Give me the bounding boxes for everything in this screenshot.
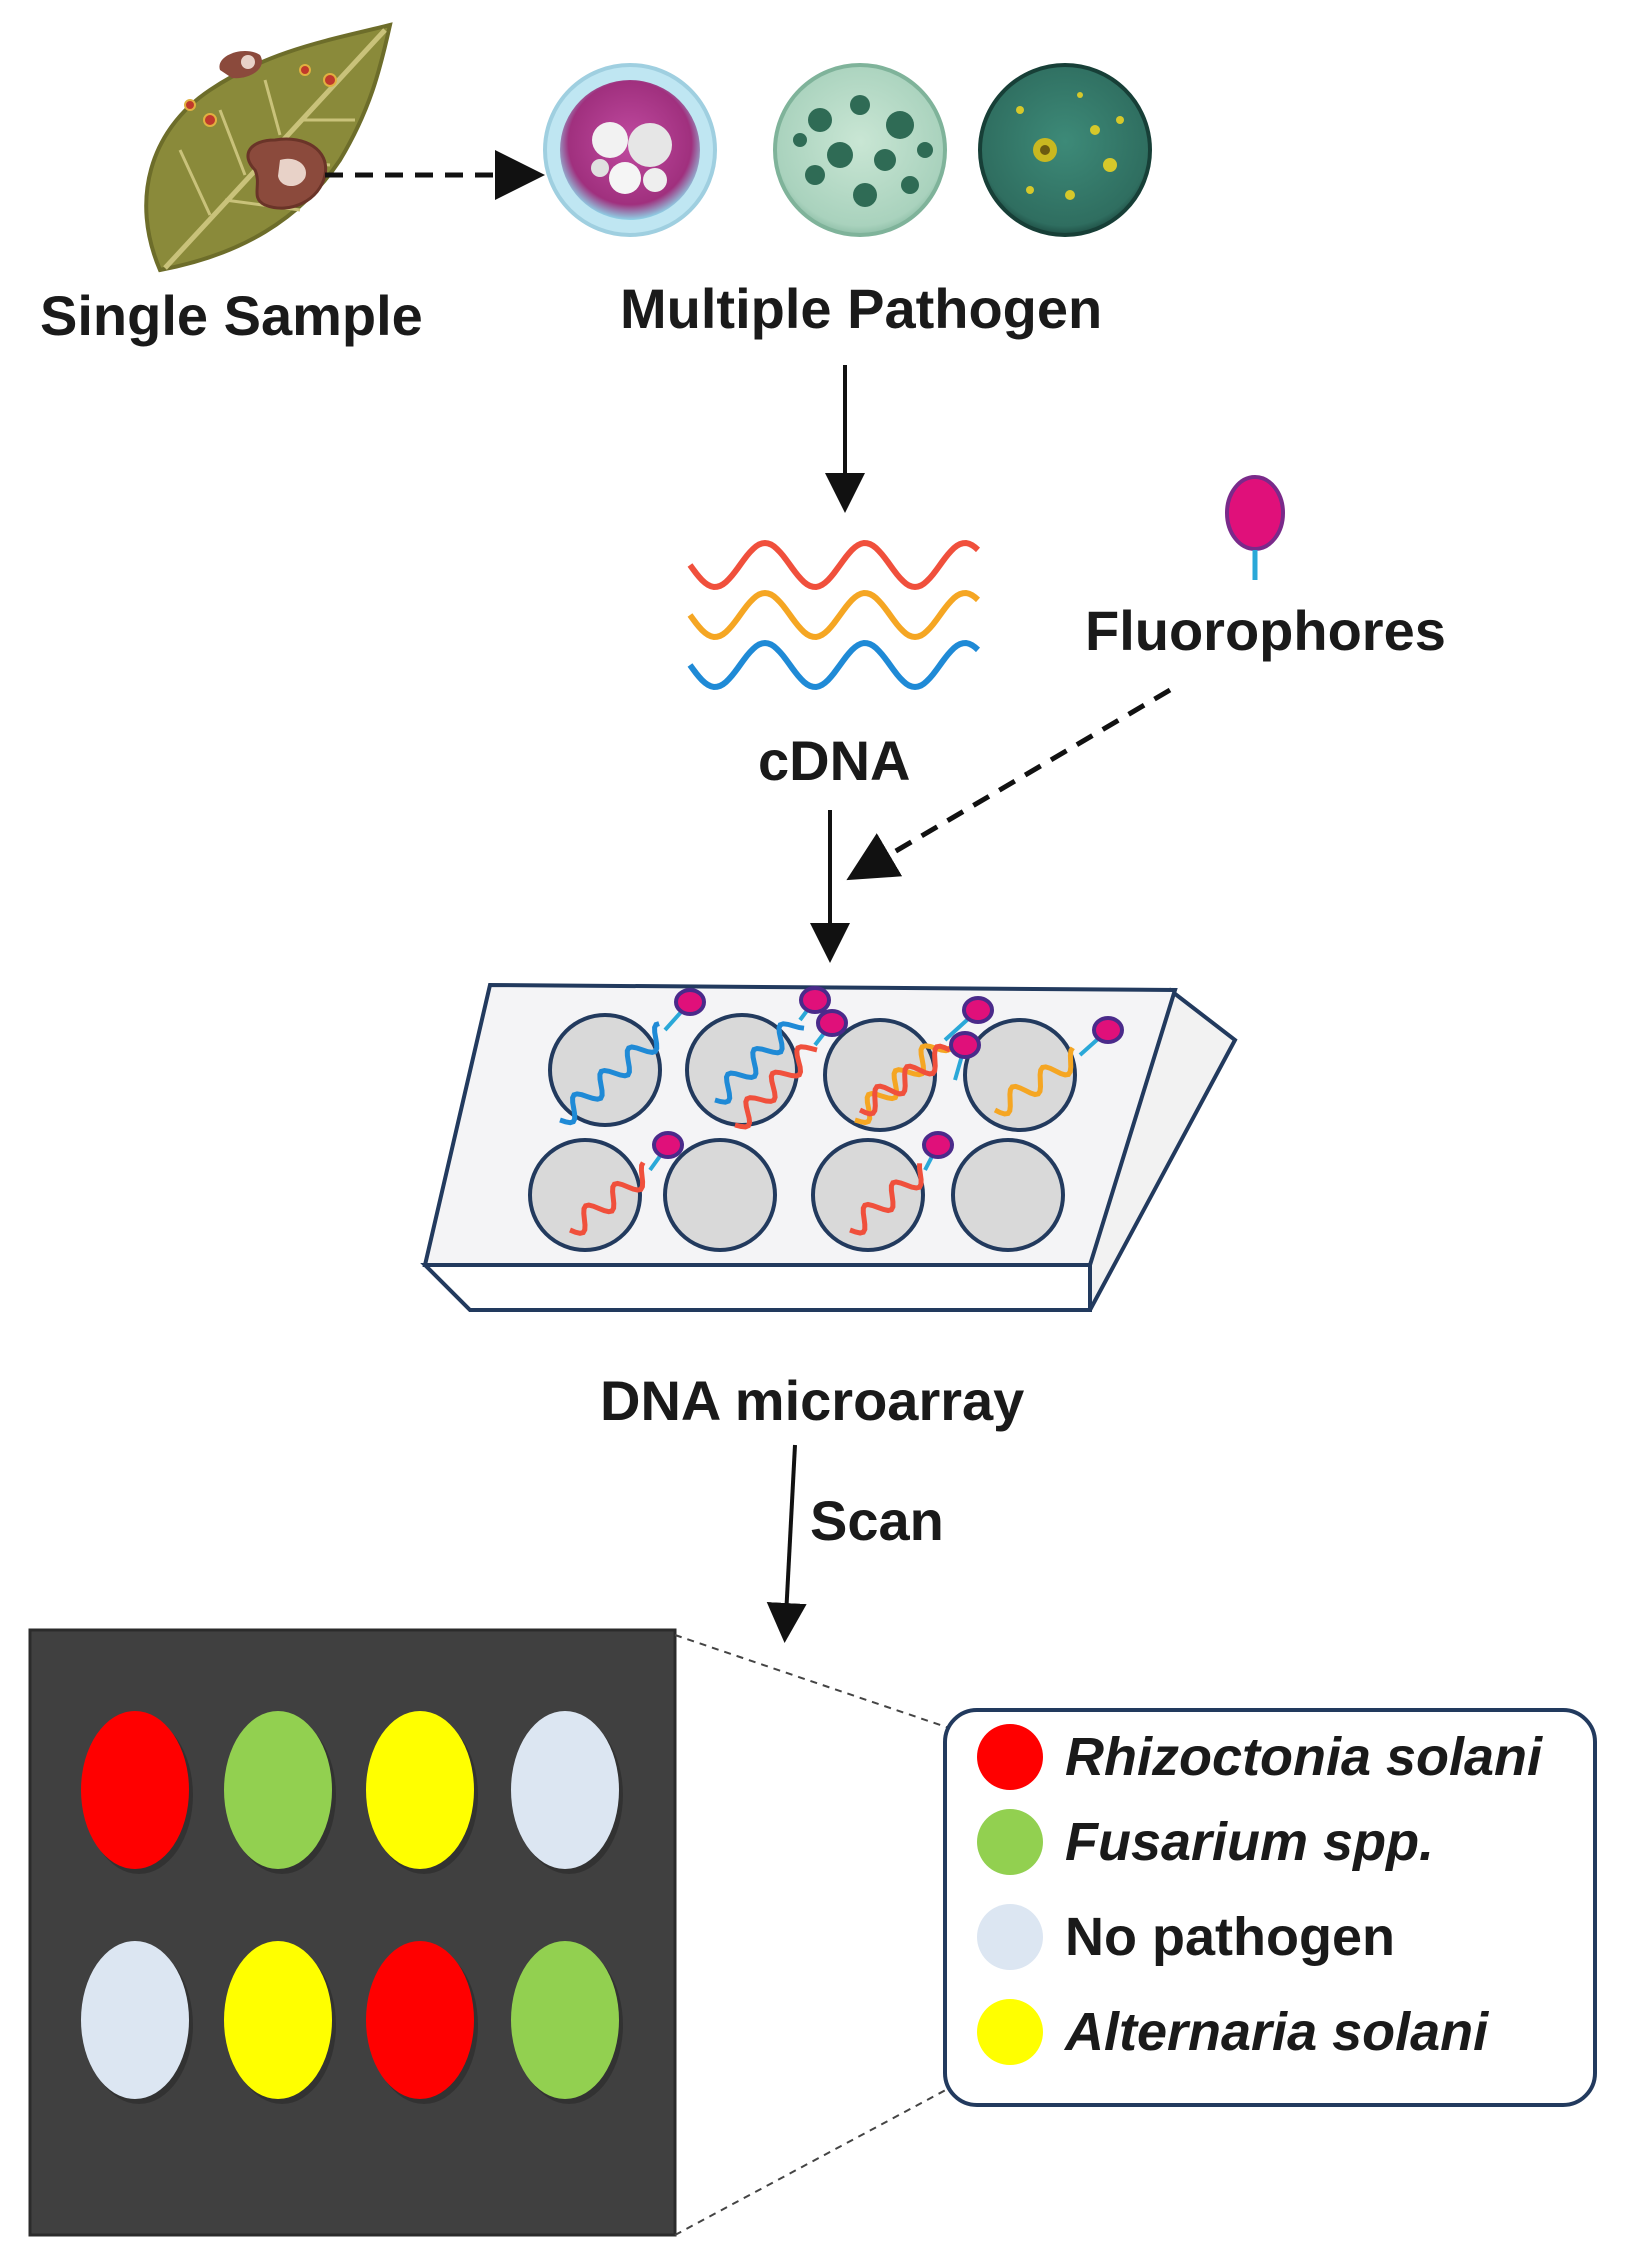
fluorophore-icon xyxy=(674,988,706,1016)
petri-dish-icon xyxy=(773,63,947,237)
fluorophore-icon xyxy=(1092,1016,1124,1044)
petri-dish-icon xyxy=(543,63,717,237)
fluorophore-icon xyxy=(652,1131,684,1159)
legend-item: Rhizoctonia solani xyxy=(977,1724,1543,1790)
bound-cdna-strand xyxy=(734,1044,818,1130)
microarray-well xyxy=(951,1138,1065,1252)
legend-label: Rhizoctonia solani xyxy=(1065,1727,1543,1787)
zoom-line-top xyxy=(674,1634,956,1731)
scan-arrow xyxy=(766,1444,807,1643)
legend-label: No pathogen xyxy=(1065,1907,1395,1967)
fluorophore-icon xyxy=(816,1009,848,1037)
petri-dish-icon xyxy=(978,63,1152,237)
fluorophore-icon xyxy=(922,1131,954,1159)
fluorophore-icon xyxy=(949,1031,981,1059)
microarray-well xyxy=(811,1138,925,1252)
legend-swatch xyxy=(977,1904,1043,1970)
scan-spot xyxy=(511,1711,619,1869)
microarray-well xyxy=(963,1018,1077,1132)
scan-spot xyxy=(224,1941,332,2099)
leaf-icon xyxy=(144,22,393,273)
bound-cdna-strand xyxy=(559,1021,660,1126)
bound-cdna-strand xyxy=(854,1043,953,1126)
zoom-line-bottom xyxy=(674,2084,956,2236)
bound-cdna-strand xyxy=(849,1163,924,1236)
multiple-pathogen-label: Multiple Pathogen xyxy=(620,277,1102,340)
fluorophore-to-array-arrow xyxy=(846,687,1172,881)
scan-label: Scan xyxy=(810,1489,944,1552)
legend-swatch xyxy=(977,1724,1043,1790)
scan-spot xyxy=(81,1941,189,2099)
scan-spot xyxy=(511,1941,619,2099)
fluorophore-icon xyxy=(1225,475,1285,580)
fluorophore-icon xyxy=(962,996,994,1024)
fluorophores-label: Fluorophores xyxy=(1085,599,1446,662)
legend-box xyxy=(943,1708,1597,2107)
fluorophore-icon xyxy=(799,986,831,1014)
legend-item: Fusarium spp. xyxy=(977,1809,1434,1875)
legend-label: Alternaria solani xyxy=(1063,2002,1489,2062)
cdna-label: cDNA xyxy=(758,729,910,792)
scan-spot xyxy=(366,1711,474,1869)
bound-cdna-strand xyxy=(569,1161,646,1236)
bound-cdna-strand xyxy=(993,1046,1075,1117)
dna-strand-icon xyxy=(687,539,981,691)
microarray-well xyxy=(823,1018,937,1132)
legend-swatch xyxy=(977,1999,1043,2065)
microarray-well xyxy=(663,1138,777,1252)
scan-spot xyxy=(81,1711,189,1869)
scan-spot xyxy=(224,1711,332,1869)
single-sample-label: Single Sample xyxy=(40,284,423,347)
legend-label: Fusarium spp. xyxy=(1065,1812,1434,1872)
scan-spot xyxy=(366,1941,474,2099)
dna-microarray-label: DNA microarray xyxy=(600,1369,1024,1432)
bound-cdna-strand xyxy=(858,1043,951,1117)
legend-item: Alternaria solani xyxy=(977,1999,1489,2065)
legend-item: No pathogen xyxy=(977,1904,1395,1970)
bound-cdna-strands xyxy=(559,986,1124,1236)
legend-swatch xyxy=(977,1809,1043,1875)
scan-spots xyxy=(81,1711,623,2104)
microarray-well xyxy=(528,1138,642,1252)
bound-cdna-strand xyxy=(714,1021,805,1105)
